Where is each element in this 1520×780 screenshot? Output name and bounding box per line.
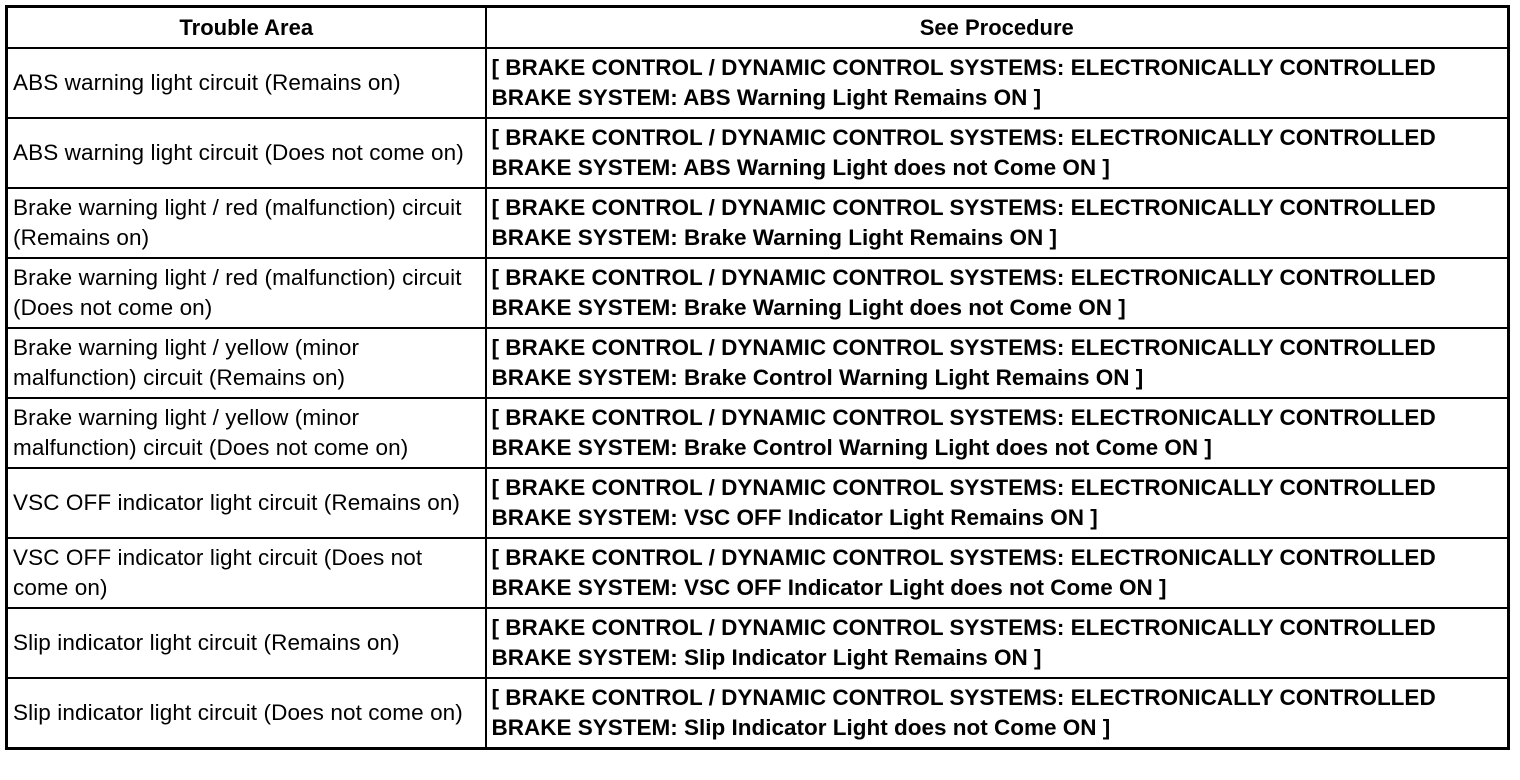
trouble-area-cell: Brake warning light / yellow (minor malf…	[5, 397, 487, 469]
trouble-area-cell: Brake warning light / red (malfunction) …	[5, 187, 487, 259]
procedure-link[interactable]: [ BRAKE CONTROL / DYNAMIC CONTROL SYSTEM…	[484, 47, 1510, 119]
table-row: Brake warning light / yellow (minor malf…	[5, 397, 1510, 469]
trouble-area-cell: VSC OFF indicator light circuit (Does no…	[5, 537, 487, 609]
procedure-link[interactable]: [ BRAKE CONTROL / DYNAMIC CONTROL SYSTEM…	[484, 537, 1510, 609]
table-row: Brake warning light / red (malfunction) …	[5, 187, 1510, 259]
trouble-area-table-container: Trouble Area See Procedure ABS warning l…	[5, 5, 1510, 750]
table-row: Slip indicator light circuit (Remains on…	[5, 607, 1510, 679]
trouble-area-cell: VSC OFF indicator light circuit (Remains…	[5, 467, 487, 539]
table-row: Slip indicator light circuit (Does not c…	[5, 677, 1510, 750]
table-row: VSC OFF indicator light circuit (Does no…	[5, 537, 1510, 609]
table-header-row: Trouble Area See Procedure	[5, 5, 1510, 49]
procedure-link[interactable]: [ BRAKE CONTROL / DYNAMIC CONTROL SYSTEM…	[484, 607, 1510, 679]
table-row: Brake warning light / red (malfunction) …	[5, 257, 1510, 329]
table-row: Brake warning light / yellow (minor malf…	[5, 327, 1510, 399]
procedure-link[interactable]: [ BRAKE CONTROL / DYNAMIC CONTROL SYSTEM…	[484, 257, 1510, 329]
procedure-link[interactable]: [ BRAKE CONTROL / DYNAMIC CONTROL SYSTEM…	[484, 397, 1510, 469]
column-header-see-procedure: See Procedure	[484, 5, 1510, 49]
trouble-area-cell: Brake warning light / red (malfunction) …	[5, 257, 487, 329]
procedure-link[interactable]: [ BRAKE CONTROL / DYNAMIC CONTROL SYSTEM…	[484, 677, 1510, 750]
procedure-link[interactable]: [ BRAKE CONTROL / DYNAMIC CONTROL SYSTEM…	[484, 117, 1510, 189]
table-row: ABS warning light circuit (Remains on) […	[5, 47, 1510, 119]
trouble-area-cell: Slip indicator light circuit (Does not c…	[5, 677, 487, 750]
procedure-link[interactable]: [ BRAKE CONTROL / DYNAMIC CONTROL SYSTEM…	[484, 187, 1510, 259]
trouble-area-cell: Slip indicator light circuit (Remains on…	[5, 607, 487, 679]
procedure-link[interactable]: [ BRAKE CONTROL / DYNAMIC CONTROL SYSTEM…	[484, 327, 1510, 399]
table-row: ABS warning light circuit (Does not come…	[5, 117, 1510, 189]
trouble-area-cell: Brake warning light / yellow (minor malf…	[5, 327, 487, 399]
trouble-area-cell: ABS warning light circuit (Remains on)	[5, 47, 487, 119]
table-row: VSC OFF indicator light circuit (Remains…	[5, 467, 1510, 539]
column-header-trouble-area: Trouble Area	[5, 5, 487, 49]
trouble-area-table: Trouble Area See Procedure ABS warning l…	[5, 5, 1510, 750]
trouble-area-cell: ABS warning light circuit (Does not come…	[5, 117, 487, 189]
procedure-link[interactable]: [ BRAKE CONTROL / DYNAMIC CONTROL SYSTEM…	[484, 467, 1510, 539]
